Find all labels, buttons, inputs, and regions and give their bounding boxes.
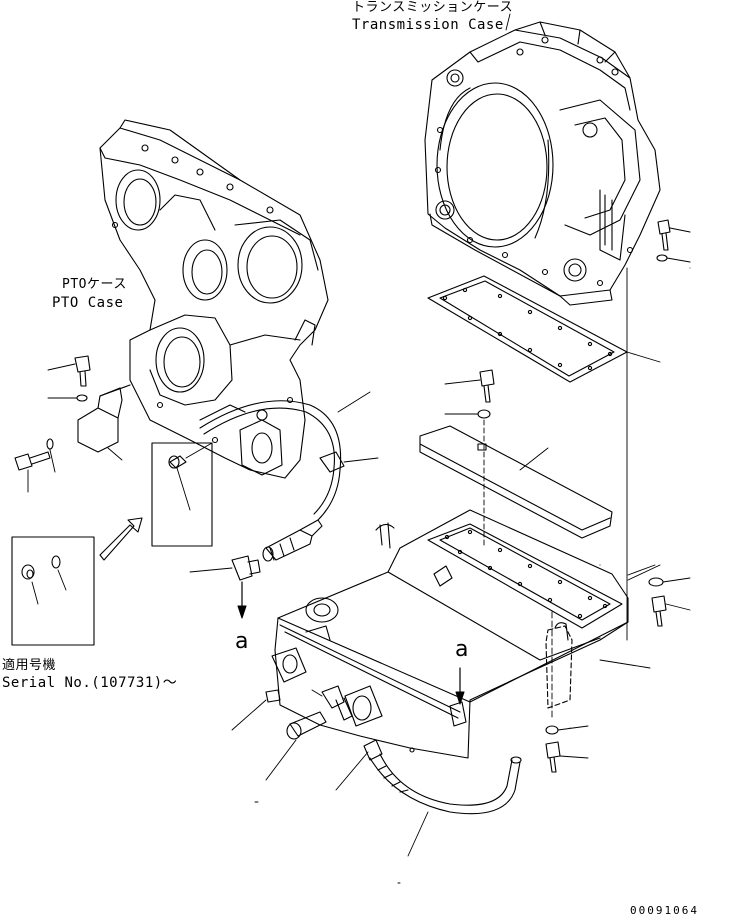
- serial-label-jp: 適用号機: [2, 658, 57, 673]
- bolt-middle: [444, 369, 495, 419]
- pto-case-label-jp: PTOケース: [62, 277, 127, 292]
- serial-label-en: Serial No.(107731)～: [2, 675, 178, 691]
- transmission-case-drawing: [424, 21, 661, 306]
- elbow-fitting-left: [189, 555, 261, 619]
- drain-hose-drawing: [335, 739, 522, 857]
- transmission-leader: [505, 13, 511, 31]
- pto-hose-drawing: [199, 391, 379, 562]
- pto-case-label-en: PTO Case: [52, 295, 124, 311]
- pto-case-drawing: [99, 119, 329, 479]
- bolt-right-mid: [599, 564, 691, 669]
- pto-bracket-drawing: [14, 355, 131, 493]
- bolt-upper-right: [656, 219, 691, 263]
- arrow-a-right-head: [455, 691, 465, 705]
- cover-plate-drawing: [419, 425, 613, 539]
- gasket-leader: [626, 351, 661, 363]
- drawing-number: 00091064: [630, 904, 699, 917]
- detail-box-pto: [151, 442, 213, 547]
- drain-fittings-drawing: [231, 685, 353, 803]
- transmission-case-label-en: Transmission Case: [352, 17, 504, 33]
- bolt-lower-right: [545, 725, 589, 773]
- reference-a-left: a: [235, 629, 249, 654]
- oil-pan-drawing: [271, 509, 629, 759]
- transmission-case-label-jp: トランスミッションケース: [352, 0, 514, 15]
- serial-detail-box: [11, 517, 143, 646]
- reference-a-right: a: [455, 637, 469, 662]
